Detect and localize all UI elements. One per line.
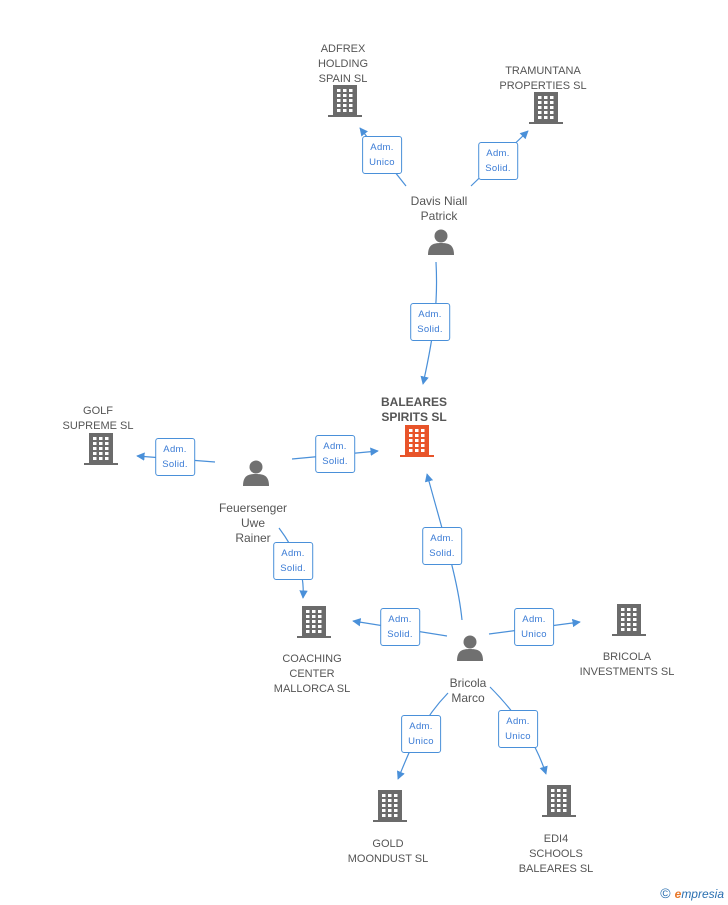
person-name-bricola: Bricola Marco: [449, 676, 487, 705]
role-label-feuersenger-golf[interactable]: Adm. Solid.: [155, 438, 195, 476]
nodes-layer: [84, 85, 646, 822]
role-label-davis-tramuntana[interactable]: Adm. Solid.: [478, 142, 518, 180]
person-name-feuersenger: Feuersenger Uwe Rainer: [218, 501, 288, 545]
building-icon-tramuntana[interactable]: [529, 92, 563, 124]
role-label-davis-baleares[interactable]: Adm. Solid.: [410, 303, 450, 341]
role-label-bricola-edi4[interactable]: Adm. Unico: [498, 710, 538, 748]
person-icon-feuersenger[interactable]: [243, 460, 269, 487]
brand-initial: e: [674, 887, 682, 901]
company-name-edi4: EDI4 SCHOOLS BALEARES SL: [518, 833, 594, 875]
company-name-bricola_inv: BRICOLA INVESTMENTS SL: [579, 651, 675, 678]
person-icon-bricola[interactable]: [457, 635, 483, 662]
company-name-coaching: COACHING CENTER MALLORCA SL: [273, 653, 351, 695]
company-name-golf: GOLF SUPREME SL: [62, 405, 134, 432]
building-icon-gold[interactable]: [373, 790, 407, 822]
building-icon-golf[interactable]: [84, 433, 118, 465]
role-label-bricola-gold[interactable]: Adm. Unico: [401, 715, 441, 753]
empresia-logo[interactable]: ©empresia: [660, 885, 724, 901]
role-label-bricola-baleares[interactable]: Adm. Solid.: [422, 527, 462, 565]
role-label-feuersenger-baleares[interactable]: Adm. Solid.: [315, 435, 355, 473]
brand-name: mpresia: [681, 887, 724, 901]
edges-layer: [136, 127, 581, 780]
company-name-adfrex: ADFREX HOLDING SPAIN SL: [317, 43, 369, 85]
building-icon-adfrex[interactable]: [328, 85, 362, 117]
role-label-bricola-bricola_inv[interactable]: Adm. Unico: [514, 608, 554, 646]
person-name-davis: Davis Niall Patrick: [410, 194, 468, 223]
company-name-gold: GOLD MOONDUST SL: [347, 838, 429, 865]
role-label-bricola-coaching[interactable]: Adm. Solid.: [380, 608, 420, 646]
role-label-davis-adfrex[interactable]: Adm. Unico: [362, 136, 402, 174]
building-icon-coaching[interactable]: [297, 606, 331, 638]
company-name-baleares: BALEARES SPIRITS SL: [380, 395, 448, 424]
building-icon-edi4[interactable]: [542, 785, 576, 817]
copyright-icon: ©: [660, 885, 671, 901]
person-icon-davis[interactable]: [428, 229, 454, 256]
company-name-tramuntana: TRAMUNTANA PROPERTIES SL: [499, 65, 587, 92]
building-icon-baleares[interactable]: [400, 425, 434, 457]
building-icon-bricola_inv[interactable]: [612, 604, 646, 636]
role-label-feuersenger-coaching[interactable]: Adm. Solid.: [273, 542, 313, 580]
